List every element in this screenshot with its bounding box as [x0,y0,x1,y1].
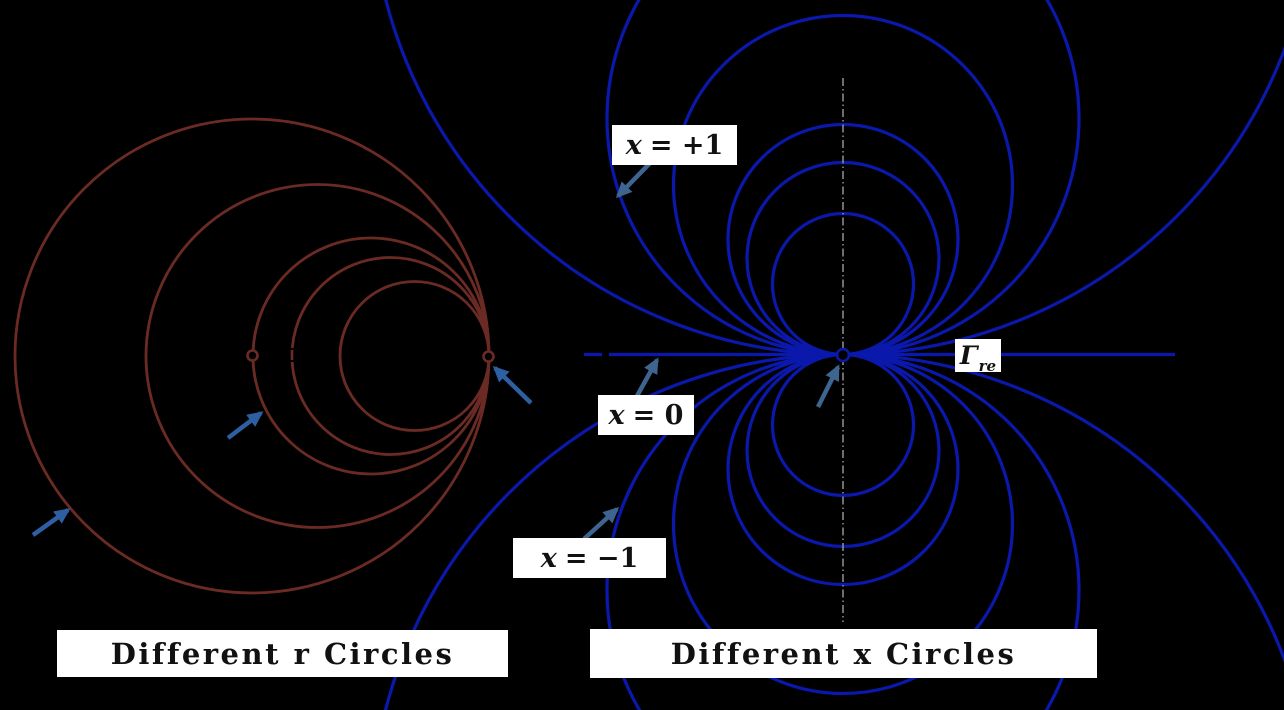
label-x-zero-value: = 0 [632,399,684,431]
left-plot-title: Different r Circles [57,630,508,677]
arrows-group [31,161,841,541]
label-x-minus-1: x= −1 [513,538,666,578]
gamma-symbol: Γ [959,341,978,370]
label-x-minus-1-var: x [540,542,557,574]
label-x-plus-1-var: x [625,129,642,161]
markers-group [246,347,851,363]
gamma-subscript: re [978,357,997,375]
label-x-zero-var: x [608,399,625,431]
right-plot-title: Different x Circles [590,629,1097,678]
label-x-zero: x= 0 [598,395,694,435]
x-circles-group [384,0,1284,710]
label-x-plus-1-value: = +1 [649,129,724,161]
label-x-minus-1-value: = −1 [564,542,639,574]
label-x-plus-1: x= +1 [612,125,737,165]
